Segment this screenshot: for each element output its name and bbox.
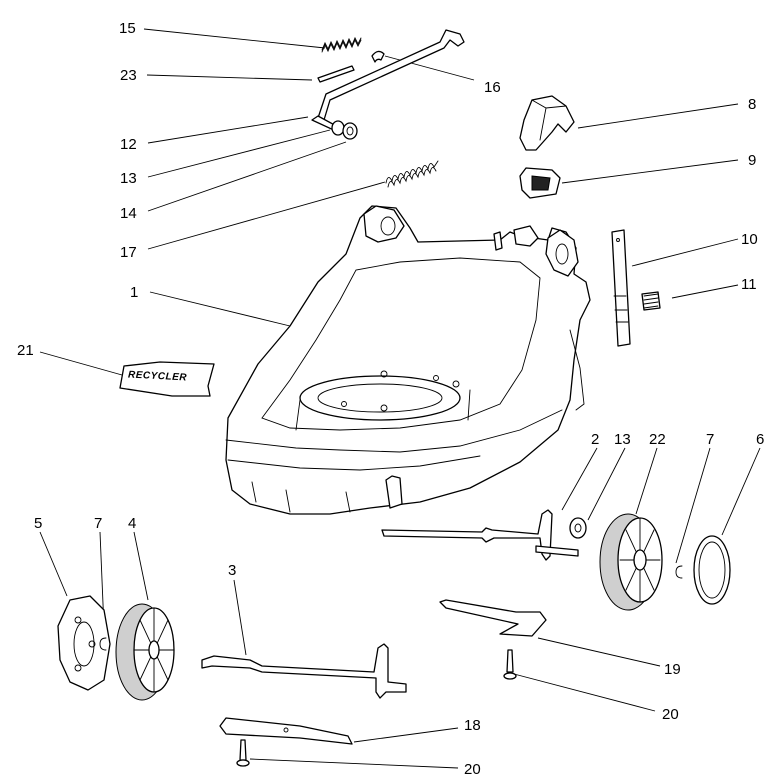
part-7-clip-right [675,565,683,579]
callout-3: 3 [228,562,237,579]
callout-20b: 20 [464,761,481,778]
part-18-blade [219,717,353,745]
part-1-deck-housing [225,205,591,515]
callout-16: 16 [484,79,501,96]
callout-6: 6 [756,431,765,448]
callout-23: 23 [120,67,137,84]
callout-20: 20 [662,706,679,723]
part-10-plate [611,229,631,347]
part-22-wheel-right [599,513,663,611]
part-4-wheel-left [115,603,175,701]
part-8-cover [519,95,575,151]
part-13-14-bushing [331,120,358,140]
callout-17: 17 [120,244,137,261]
callout-14: 14 [120,205,137,222]
callout-15: 15 [119,20,136,37]
part-2-rear-axle [381,509,579,561]
callout-19: 19 [664,661,681,678]
callout-9: 9 [748,152,757,169]
callout-7: 7 [706,431,715,448]
callout-11: 11 [741,276,757,293]
part-7-clip-left [99,637,107,651]
part-23-pin [317,65,355,83]
part-19-bracket [439,599,547,637]
part-17-spring [385,160,439,188]
part-20-screw-upper [503,649,517,680]
callout-13b: 13 [614,431,631,448]
callout-5: 5 [34,515,43,532]
callout-18: 18 [464,717,481,734]
part-3-front-axle [201,643,407,699]
callout-21: 21 [17,342,34,359]
part-11-spring [641,291,661,311]
part-5-wheel-cap [57,595,111,691]
part-13-bushing-right [569,517,587,539]
part-9-bracket [519,167,561,199]
callout-1: 1 [130,284,139,301]
callout-10: 10 [741,231,758,248]
callout-7b: 7 [94,515,103,532]
part-20-screw-lower [236,739,250,767]
part-21-decal [119,361,215,397]
part-6-hubcap [693,535,731,605]
part-15-spring [321,36,362,53]
leader-lines [39,28,761,769]
callout-4: 4 [128,515,137,532]
callout-13: 13 [120,170,137,187]
callout-12: 12 [120,136,137,153]
callout-22: 22 [649,431,666,448]
callout-2: 2 [591,431,600,448]
callout-8: 8 [748,96,757,113]
